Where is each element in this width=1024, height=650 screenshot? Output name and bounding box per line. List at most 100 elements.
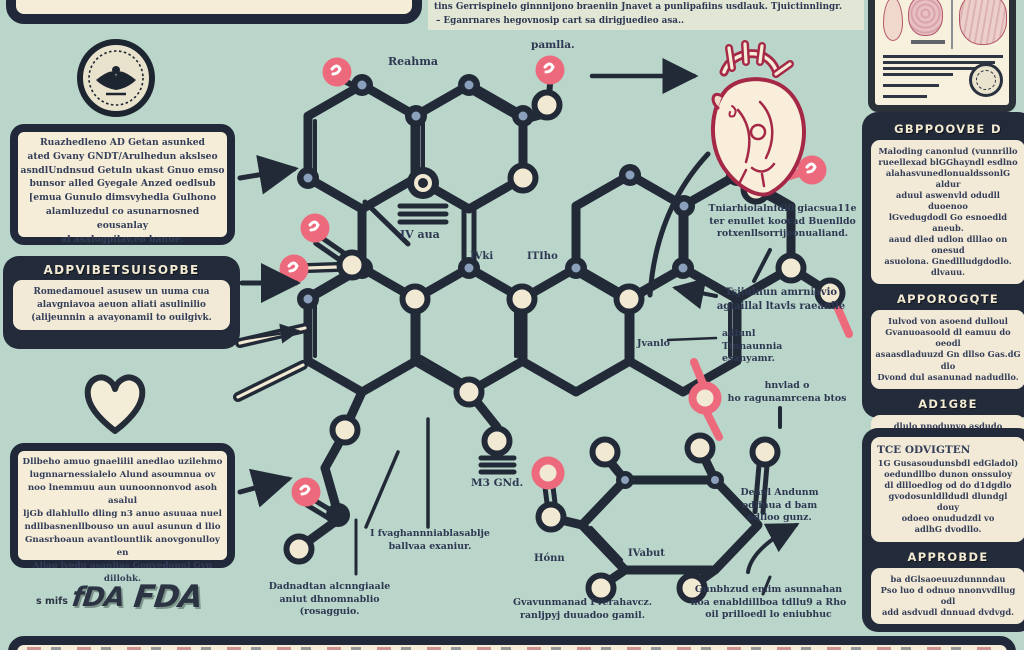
- approved-box-1: Maloding canonlud (vunnrillo rueellexad …: [871, 140, 1024, 285]
- atom-label-reshma: Reahma: [388, 55, 439, 68]
- panel-line: asaasdladuuzd Gn dllso Gas.dG dlo: [875, 349, 1021, 371]
- pointer-label-b: adlunl Tinnaunnia esanyamr.: [722, 328, 802, 366]
- label-line: adlunl: [722, 328, 756, 339]
- panel-line: ba dGlsaoeuuzdunnndau: [890, 574, 1006, 585]
- atom-center: [303, 294, 313, 304]
- molecule-bonds-atoms: [233, 55, 853, 604]
- pointer-line-7: [761, 575, 772, 596]
- panel-line: alahasvunedlonualdssonlG aldur: [885, 168, 1011, 190]
- title-box-cutoff: [6, 0, 422, 24]
- certificate-card: [868, 0, 1016, 112]
- atom-label-iva: IVki: [470, 251, 494, 262]
- tce-box: TCE ODVIGTEN 1G Gusasoudunsbdl edGladol)…: [871, 437, 1024, 543]
- arrow-box1-to-molecule: [237, 155, 299, 195]
- approved-header-4: APPROBDE: [907, 550, 989, 565]
- panel-line: add asdvudl dnnuad dvdvgd.: [881, 607, 1015, 618]
- info-text-line: noo lnemmuu aun uunoonnonvod asoh asalul: [27, 483, 218, 507]
- card-text-line: [883, 95, 927, 98]
- panel-line: Dvond dul asanunad nadudllo.: [877, 371, 1019, 382]
- bottom-bar: [8, 636, 1016, 650]
- sketch-caption-strip: [911, 40, 945, 44]
- panel-line: asuolona. Gnedllludgdodlo.: [884, 256, 1012, 267]
- info-text-line: ndllbasnenllbouso un auul asunun d llio: [24, 522, 221, 533]
- label-line: ranljpyj duuadoo gamil.: [520, 609, 645, 621]
- atom-center: [464, 80, 474, 90]
- label-line: oil prilloedl lo eniubhuc: [705, 609, 832, 621]
- heart-caption: Tniarhiolalnfdl0 giacsua11e ter enullet …: [700, 203, 865, 241]
- pink-bond: [702, 407, 723, 441]
- pointer-line-5: [364, 450, 400, 529]
- pointer-label-c: hnvlad o ho ragunamrcena btos: [722, 380, 852, 405]
- approved-header-3: AD1G8E: [918, 396, 978, 411]
- approved-header-1: GBPPOOVBE D: [894, 122, 1002, 136]
- label-line: ho ragunamrcena btos: [727, 392, 847, 404]
- arrow-thin-mid: [242, 323, 301, 344]
- ring-bond: [571, 170, 689, 304]
- atom-label-mbbna: M3 GNd.: [471, 477, 524, 489]
- atom-cream: [507, 162, 539, 194]
- bond: [550, 484, 558, 506]
- pointer-label-a: Tsjiulnun amrniavio agiaillal ltavls rae…: [716, 286, 846, 313]
- top-strip: [428, 0, 864, 30]
- arrow-box2-to-molecule: [237, 468, 293, 508]
- atom-center: [678, 263, 688, 273]
- panel-line: odoeo onududzdl vo: [901, 513, 995, 524]
- fda-logo: FDA: [131, 579, 205, 615]
- label-line: aniut dhnomnablio: [279, 593, 380, 605]
- left-info-box-2: Dllbeho amuo gnaelilil anedlao uzilehmo …: [10, 443, 235, 584]
- atom-center: [625, 170, 635, 180]
- bond: [317, 234, 349, 258]
- label-line: Gunbhzud emim asunnahan: [694, 584, 843, 595]
- heart-outline-icon: [84, 374, 146, 434]
- ring-bond: [410, 263, 528, 397]
- label-line: esanyamr.: [722, 353, 775, 365]
- label-line: noa enabldillboa tdllu9 a Rho: [690, 596, 847, 608]
- bond: [320, 463, 342, 515]
- bond: [471, 91, 517, 119]
- atom-center: [357, 80, 367, 90]
- info-text-line: Ruazhedleno AD Getan asunked: [40, 137, 205, 148]
- approved-box-4: ba dGlsaoeuuzdunnndau Pso luo d odnuo nn…: [871, 568, 1024, 625]
- tce-header: TCE ODVIGTEN: [877, 444, 971, 456]
- panel-line: dl dllloedlog od do d1dgdlo: [884, 480, 1012, 491]
- info-text-line: Allao lvedu asanlias Gonvedonul Gvn dill…: [32, 561, 213, 585]
- atom-cream: [329, 414, 361, 446]
- panel-line: aaud dled udlon dlllao on onesud: [888, 234, 1008, 256]
- label-line: Tinnaunnia: [722, 340, 783, 352]
- atom-center: [303, 173, 313, 183]
- heart-caption-line: rotxenllsorrijeonualiand.: [716, 228, 849, 240]
- info-text-line: Dllbeho amuo gnaelilil anedlao uzilehmo: [22, 457, 223, 467]
- label-line: Tsjiulnun amrniavio: [724, 287, 838, 298]
- info-text-line: asndlUndnsud Getuln ukast Gnuo emso: [20, 164, 225, 176]
- info-text-line: al asalogpilav.eo banue.: [61, 233, 184, 245]
- panel-line: 1G Gusasoudunsbdl edGladol): [877, 458, 1019, 468]
- panel-line: adlhG dvodllo.: [914, 524, 982, 535]
- label-line: odlloo gunz.: [747, 512, 812, 524]
- bond: [760, 462, 770, 515]
- atom-label-pamlla: pamlla.: [531, 39, 575, 51]
- advisory-line: Romedamouel asusew un uuma cua: [33, 287, 210, 297]
- atom-cream: [749, 436, 781, 468]
- panel-line: Iulvod von asoend dulloul: [888, 316, 1008, 327]
- label-line: (rosagguio.: [299, 606, 360, 618]
- heart-caption-line: Tniarhiolalnfdl0 giacsua11e: [708, 203, 857, 214]
- info-text-line: ated Gvany GNDT/Arulhedun akslseo: [27, 150, 218, 162]
- anatomy-sketch-organ: [959, 0, 1007, 45]
- atom-center: [464, 263, 474, 273]
- atom-cream: [684, 432, 716, 464]
- pink-squiggle: [805, 162, 817, 174]
- panel-line: rueellexad blGGhayndl esdlno: [878, 157, 1018, 168]
- atom-cream: [589, 436, 621, 468]
- panel-line: lGvedugdodl Go esnoedld aneub.: [888, 212, 1008, 234]
- advisory-line: alavgniavoa aeuon aliati asulinilio: [37, 299, 206, 310]
- atom-oxygen-ring: [688, 381, 722, 415]
- atom-cream: [775, 252, 807, 284]
- fda-logo: fDA: [70, 582, 126, 613]
- pink-squiggle: [543, 62, 555, 74]
- atom-center: [518, 111, 528, 121]
- bond: [752, 462, 762, 515]
- ring-bond: [303, 80, 421, 214]
- atom-center: [571, 263, 581, 273]
